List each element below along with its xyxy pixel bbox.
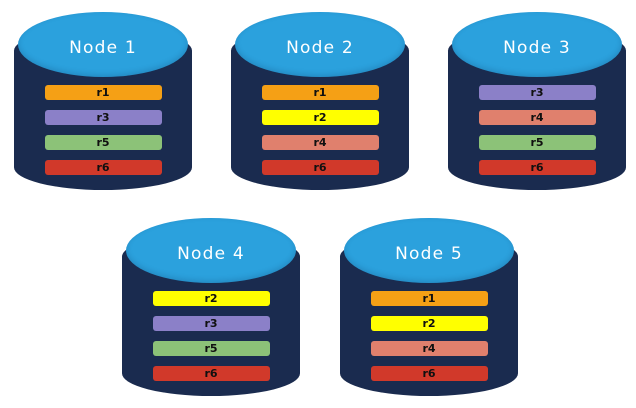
replica-bar[interactable]: r2 [370,316,488,331]
replica-bar[interactable]: r5 [44,135,162,150]
replica-bar[interactable]: r2 [261,110,379,125]
replica-stack: r3 r4 r5 r6 [448,85,626,175]
replica-bar[interactable]: r4 [478,110,596,125]
replica-bar[interactable]: r3 [478,85,596,100]
cylinder-top-cap [125,218,297,283]
replica-stack: r1 r3 r5 r6 [14,85,192,175]
cylinder-top-cap [451,12,623,77]
cylinder-top-cap [17,12,189,77]
replica-bar[interactable]: r6 [261,160,379,175]
replica-bar[interactable]: r1 [261,85,379,100]
replica-stack: r1 r2 r4 r6 [231,85,409,175]
replica-bar[interactable]: r3 [44,110,162,125]
replica-stack: r2 r3 r5 r6 [122,291,300,381]
replica-bar[interactable]: r5 [152,341,270,356]
replica-bar[interactable]: r6 [44,160,162,175]
replica-bar[interactable]: r6 [478,160,596,175]
replica-bar[interactable]: r1 [370,291,488,306]
replica-bar[interactable]: r3 [152,316,270,331]
replica-stack: r1 r2 r4 r6 [340,291,518,381]
replica-bar[interactable]: r1 [44,85,162,100]
replica-bar[interactable]: r5 [478,135,596,150]
cylinder-top-cap [343,218,515,283]
replica-bar[interactable]: r4 [261,135,379,150]
replica-bar[interactable]: r2 [152,291,270,306]
replica-bar[interactable]: r6 [152,366,270,381]
replica-bar[interactable]: r4 [370,341,488,356]
replica-bar[interactable]: r6 [370,366,488,381]
cylinder-top-cap [234,12,406,77]
